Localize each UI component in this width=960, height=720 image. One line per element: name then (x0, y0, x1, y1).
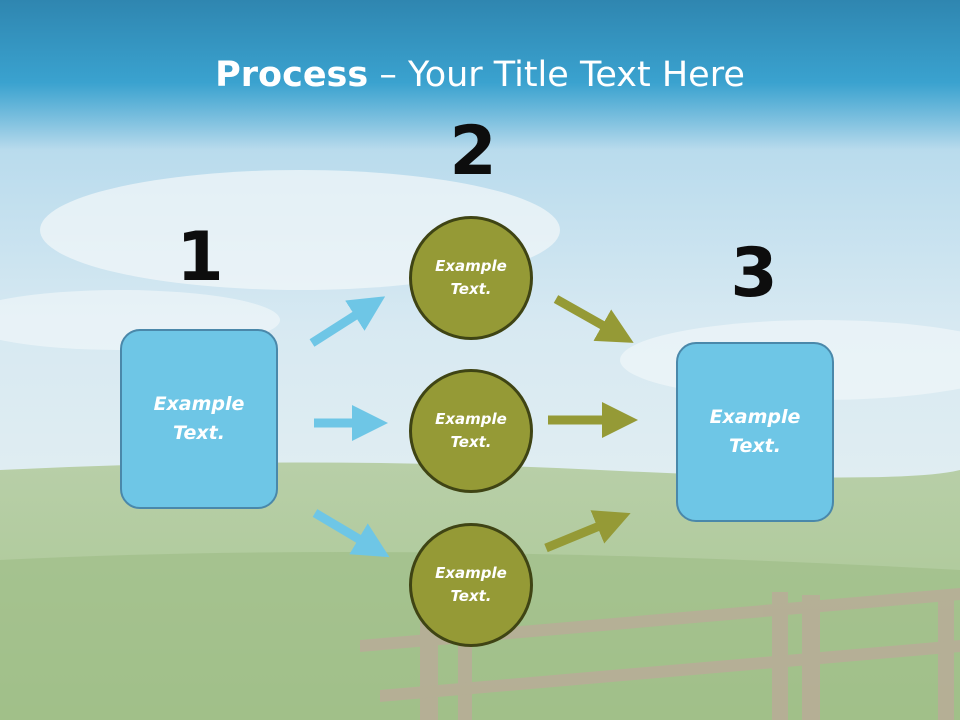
arrow-circle-top-to-box3 (553, 295, 634, 343)
step-3-text-line2: Text. (729, 435, 781, 457)
step-1-text-line2: Text. (173, 422, 225, 444)
title-bold: Process (215, 55, 369, 95)
step-2-circle-middle: Example Text. (409, 369, 533, 493)
step-1-text-line1: Example (153, 393, 245, 415)
arrow-box1-to-circle-top (309, 296, 386, 347)
step-number-3: 3 (730, 234, 778, 313)
step-number-2: 2 (449, 112, 497, 191)
circle-top-text-line1: Example (435, 257, 507, 275)
step-2-circle-bottom: Example Text. (409, 523, 533, 647)
circle-middle-text-line2: Text. (450, 433, 492, 451)
title-bar (0, 0, 960, 150)
circle-bottom-text-line1: Example (435, 564, 507, 582)
slide-title: Process – Your Title Text Here (0, 52, 960, 98)
arrow-box1-to-circle-bottom (312, 509, 390, 558)
circle-bottom-text-line2: Text. (450, 587, 492, 605)
step-3-box: Example Text. (676, 342, 834, 522)
step-3-text-line1: Example (709, 406, 801, 428)
step-1-box: Example Text. (120, 329, 278, 509)
circle-middle-text-line1: Example (435, 410, 507, 428)
title-rest: – Your Title Text Here (368, 55, 745, 95)
circle-top-text-line2: Text. (450, 280, 492, 298)
step-number-1: 1 (176, 218, 224, 297)
step-2-circle-top: Example Text. (409, 216, 533, 340)
arrow-circle-bottom-to-box3 (544, 510, 631, 553)
